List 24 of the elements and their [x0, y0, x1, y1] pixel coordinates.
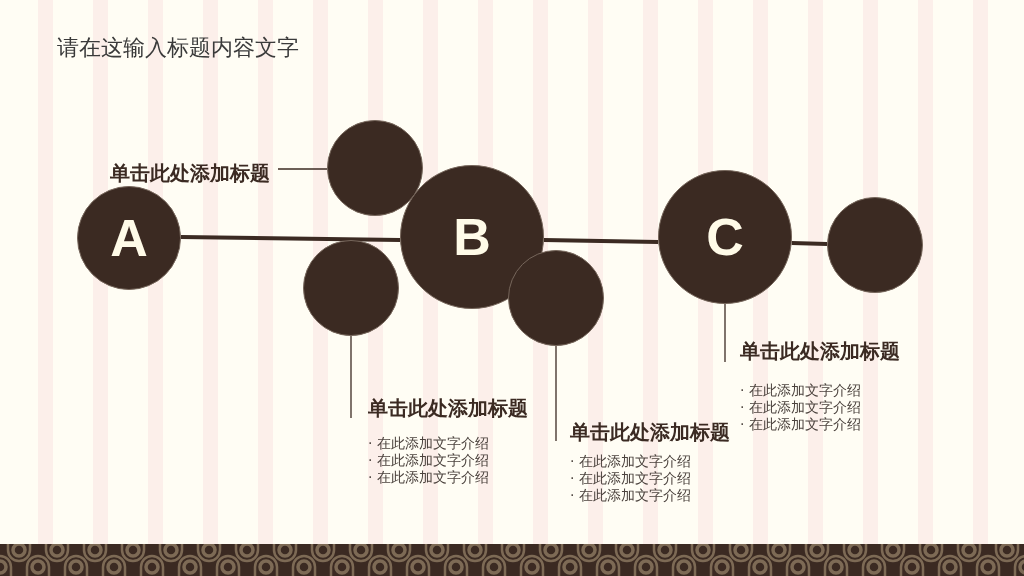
connector-line: [543, 238, 659, 244]
heading-text: 单击此处添加标题: [570, 420, 730, 444]
heading-text: 单击此处添加标题: [110, 161, 278, 185]
node-letter: A: [110, 212, 148, 264]
bullet-text: · 在此添加文字介绍: [740, 399, 862, 416]
bullet-text: · 在此添加文字介绍: [570, 453, 692, 470]
leader-line: [277, 168, 328, 170]
leader-line: [555, 345, 557, 442]
bullet-text: · 在此添加文字介绍: [740, 382, 862, 399]
connector-line: [180, 235, 401, 242]
bullet-text: · 在此添加文字介绍: [368, 435, 490, 452]
bullet-text: · 在此添加文字介绍: [570, 487, 692, 504]
node-letter: C: [706, 211, 744, 263]
bullet-text: · 在此添加文字介绍: [740, 416, 862, 433]
node-letter: B: [453, 211, 491, 263]
leader-line: [724, 303, 726, 363]
connector-line: [791, 241, 828, 246]
heading-text: 单击此处添加标题: [740, 339, 900, 363]
heading-text: 单击此处添加标题: [368, 396, 528, 420]
leader-line: [350, 335, 352, 419]
bullet-text: · 在此添加文字介绍: [570, 470, 692, 487]
bullet-text: · 在此添加文字介绍: [368, 452, 490, 469]
slide-title: 请在这输入标题内容文字: [57, 35, 299, 61]
bullet-text: · 在此添加文字介绍: [368, 469, 490, 486]
